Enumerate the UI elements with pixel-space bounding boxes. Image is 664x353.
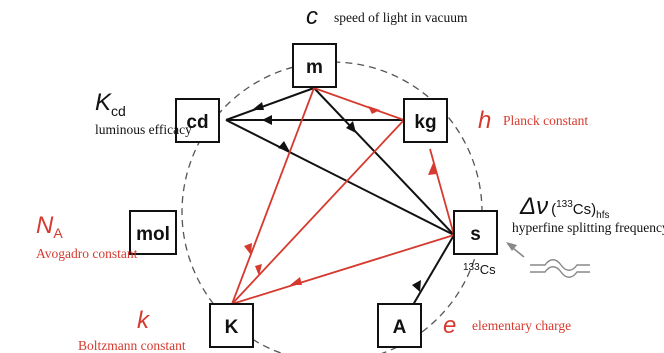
- constant-k-desc: Boltzmann constant: [78, 338, 186, 353]
- unit-box-m: m: [292, 43, 337, 88]
- constant-dnu-desc: hyperfine splitting frequency: [512, 220, 664, 235]
- arrowhead-K-s: [290, 277, 302, 285]
- unit-box-kg: kg: [403, 98, 448, 143]
- unit-label-s: s: [470, 224, 481, 245]
- radiation-arrowhead: [506, 242, 517, 251]
- arrow-kg-to-K: [231, 119, 405, 305]
- unit-box-cd: cd: [175, 98, 220, 143]
- constant-c-symbol: c: [306, 3, 318, 30]
- constant-e-symbol: e: [443, 312, 456, 339]
- wave-icon: [530, 259, 590, 278]
- arrow-m-to-cd: [225, 87, 315, 121]
- constant-na-symbol: NA: [36, 212, 63, 241]
- arrowhead-cd-s: [278, 141, 290, 152]
- constant-na-desc: Avogadro constant: [36, 246, 138, 261]
- constant-h-desc: Planck constant: [503, 113, 588, 128]
- arrow-s-to-kg: [429, 148, 455, 236]
- unit-box-K: K: [209, 303, 254, 348]
- arrowhead-kg-s: [428, 163, 437, 175]
- arrowhead-kg-m: [368, 106, 380, 114]
- constant-k-symbol: k: [137, 307, 151, 334]
- arrow-m-to-kg: [313, 87, 405, 121]
- arrow-s-to-A: [409, 234, 455, 311]
- arrowhead-cd-kg: [262, 115, 272, 125]
- arrowhead-K-kg: [255, 264, 262, 276]
- unit-label-A: A: [393, 317, 407, 338]
- constant-kcd-symbol: Kcd: [95, 89, 126, 119]
- arrowhead-A-s: [412, 280, 421, 292]
- unit-label-m: m: [306, 57, 323, 78]
- unit-box-mol: mol: [129, 210, 177, 255]
- arrowhead-m-s: [346, 121, 356, 133]
- arrow-m-to-K: [231, 87, 315, 305]
- unit-label-kg: kg: [414, 112, 436, 133]
- unit-box-A: A: [377, 303, 422, 348]
- constant-h-symbol: h: [478, 107, 491, 134]
- arrowhead-K-m: [244, 243, 252, 255]
- arrowhead-cd-m: [252, 102, 264, 110]
- unit-label-cd: cd: [186, 112, 208, 133]
- constant-c-desc: speed of light in vacuum: [334, 10, 468, 25]
- red-arrows: [231, 87, 455, 305]
- constant-dnu-symbol: Δν(133Cs)hfs: [519, 193, 609, 221]
- arrow-s-to-K: [231, 234, 455, 305]
- constant-kcd-desc: luminous efficacy: [95, 122, 192, 137]
- unit-label-mol: mol: [136, 224, 170, 245]
- arrow-s-to-m: [313, 87, 455, 236]
- cesium-label: 133Cs: [463, 262, 496, 277]
- arrow-s-to-cd: [225, 119, 455, 236]
- unit-label-K: K: [225, 317, 239, 338]
- constant-e-desc: elementary charge: [472, 318, 571, 333]
- unit-box-s: s: [453, 210, 498, 255]
- black-arrows: [225, 87, 455, 311]
